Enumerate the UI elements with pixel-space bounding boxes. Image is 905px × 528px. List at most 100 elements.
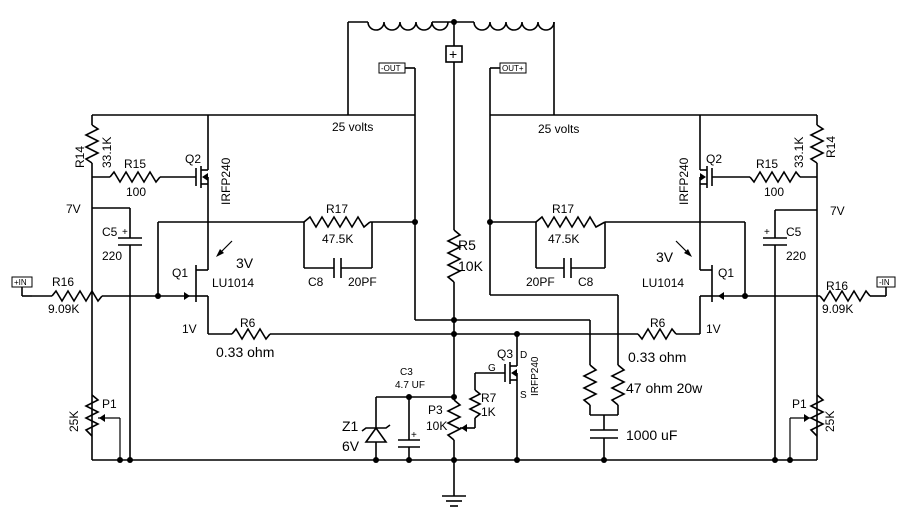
- positive-terminal: +: [445, 45, 463, 63]
- q2-left-part: IRFP240: [219, 157, 233, 205]
- r17-right-label: R17: [552, 202, 574, 216]
- q3-drain-label: D: [520, 350, 527, 361]
- r16-right-label: R16: [826, 279, 848, 293]
- v1-left-label: 1V: [182, 322, 197, 336]
- c5-left-label: C5: [102, 225, 118, 239]
- out-plus-terminal: OUT+: [499, 62, 527, 74]
- c5-right-value: 220: [786, 249, 806, 263]
- q1-right-label: Q1: [718, 266, 734, 280]
- c5-left-value: 220: [102, 249, 122, 263]
- ground-icon: [442, 460, 466, 507]
- in-plus-terminal: +IN: [11, 276, 33, 288]
- load-resistor-a: [582, 364, 598, 406]
- v3-right-label: 3V: [656, 249, 674, 265]
- out-minus-terminal: -OUT: [378, 62, 406, 74]
- c5-right-label: C5: [786, 225, 802, 239]
- r17-right-value: 47.5K: [548, 232, 579, 246]
- r7-label: R7: [481, 391, 497, 405]
- load-resistor-b: [610, 364, 626, 406]
- q3-part: IRFP240: [530, 356, 541, 396]
- r15-left-value: 100: [126, 185, 146, 199]
- q1-left-label: Q1: [172, 266, 188, 280]
- r15-right-label: R15: [756, 157, 778, 171]
- p3-label: P3: [428, 403, 443, 417]
- r16-left-resistor: [51, 289, 103, 303]
- q1-right-part: LU1014: [642, 276, 684, 290]
- q3-label: Q3: [497, 347, 513, 361]
- q2-left-label: Q2: [185, 152, 201, 166]
- v7-left-label: 7V: [66, 202, 81, 216]
- v1-right-label: 1V: [706, 322, 721, 336]
- p1-right-label: P1: [792, 397, 807, 411]
- r5-value: 10K: [458, 258, 484, 274]
- p1-right-value: 25K: [823, 411, 837, 432]
- svg-text:+: +: [411, 430, 417, 441]
- v7-right-label: 7V: [830, 204, 845, 218]
- r16-left-value: 9.09K: [48, 302, 79, 316]
- svg-text:+: +: [122, 227, 128, 238]
- c8-left-value: 20PF: [348, 275, 377, 289]
- z1-label: Z1: [342, 418, 359, 434]
- r6-right-resistor: [637, 327, 677, 341]
- r16-right-value: 9.09K: [822, 302, 853, 316]
- r6-left-label: R6: [240, 316, 256, 330]
- c8-right-label: C8: [578, 275, 594, 289]
- q3-mosfet: [475, 334, 518, 460]
- load-resistor-label: 47 ohm 20w: [626, 380, 703, 396]
- p1-left-label: P1: [102, 397, 117, 411]
- positive-terminal-label: +: [449, 46, 457, 62]
- r15-right-value: 100: [764, 185, 784, 199]
- q2-right-mosfet: [699, 115, 713, 250]
- c3-value: 4.7 UF: [395, 380, 425, 391]
- r14-left-resistor: [84, 124, 100, 164]
- in-plus-label: +IN: [14, 278, 27, 287]
- r17-left-resistor: [303, 215, 371, 229]
- r16-right-resistor: [819, 289, 871, 303]
- p1-left-potentiometer: [84, 394, 100, 437]
- q3-gate-label: G: [488, 363, 496, 374]
- c3-label: C3: [400, 367, 413, 378]
- r17-left-label: R17: [326, 202, 348, 216]
- q1-left-jfet: [155, 250, 209, 334]
- out-minus-label: -OUT: [381, 64, 401, 73]
- r7-resistor: [468, 389, 482, 419]
- r15-right-resistor: [749, 170, 801, 184]
- q1-right-jfet: [699, 250, 748, 334]
- q3-source-label: S: [520, 390, 527, 401]
- svg-text:+: +: [764, 227, 770, 238]
- r15-left-resistor: [109, 170, 161, 184]
- z1-value: 6V: [342, 438, 360, 454]
- r16-left-label: R16: [52, 275, 74, 289]
- load-capacitor-label: 1000 uF: [626, 427, 677, 443]
- r17-right-resistor: [535, 215, 606, 229]
- q1-left-part: LU1014: [212, 276, 254, 290]
- p3-potentiometer: [446, 399, 462, 441]
- r6-left-resistor: [231, 327, 271, 341]
- r5-resistor: [446, 229, 462, 283]
- out-plus-label: OUT+: [502, 64, 524, 73]
- c8-left-label: C8: [308, 275, 324, 289]
- r15-left-label: R15: [124, 157, 146, 171]
- r14-right-value: 33.1K: [792, 137, 806, 168]
- output-inductor: [348, 19, 555, 31]
- in-minus-label: -IN: [879, 278, 890, 287]
- r14-right-resistor: [809, 124, 825, 164]
- v3-left-label: 3V: [236, 255, 254, 271]
- p1-right-potentiometer: [809, 394, 825, 437]
- q2-right-part: IRFP240: [677, 157, 691, 205]
- p1-left-value: 25K: [67, 411, 81, 432]
- r14-left-value: 33.1K: [100, 137, 114, 168]
- r5-label: R5: [458, 237, 476, 253]
- r7-value: 1K: [481, 405, 496, 419]
- q2-right-label: Q2: [706, 152, 722, 166]
- right-supply-voltage: 25 volts: [538, 122, 579, 136]
- in-minus-terminal: -IN: [876, 276, 896, 288]
- r14-left-label: R14: [73, 146, 87, 168]
- left-supply-voltage: 25 volts: [332, 120, 373, 134]
- r17-left-value: 47.5K: [322, 232, 353, 246]
- r6-right-label: R6: [650, 316, 666, 330]
- c8-right-value: 20PF: [526, 275, 555, 289]
- r14-right-label: R14: [824, 136, 838, 158]
